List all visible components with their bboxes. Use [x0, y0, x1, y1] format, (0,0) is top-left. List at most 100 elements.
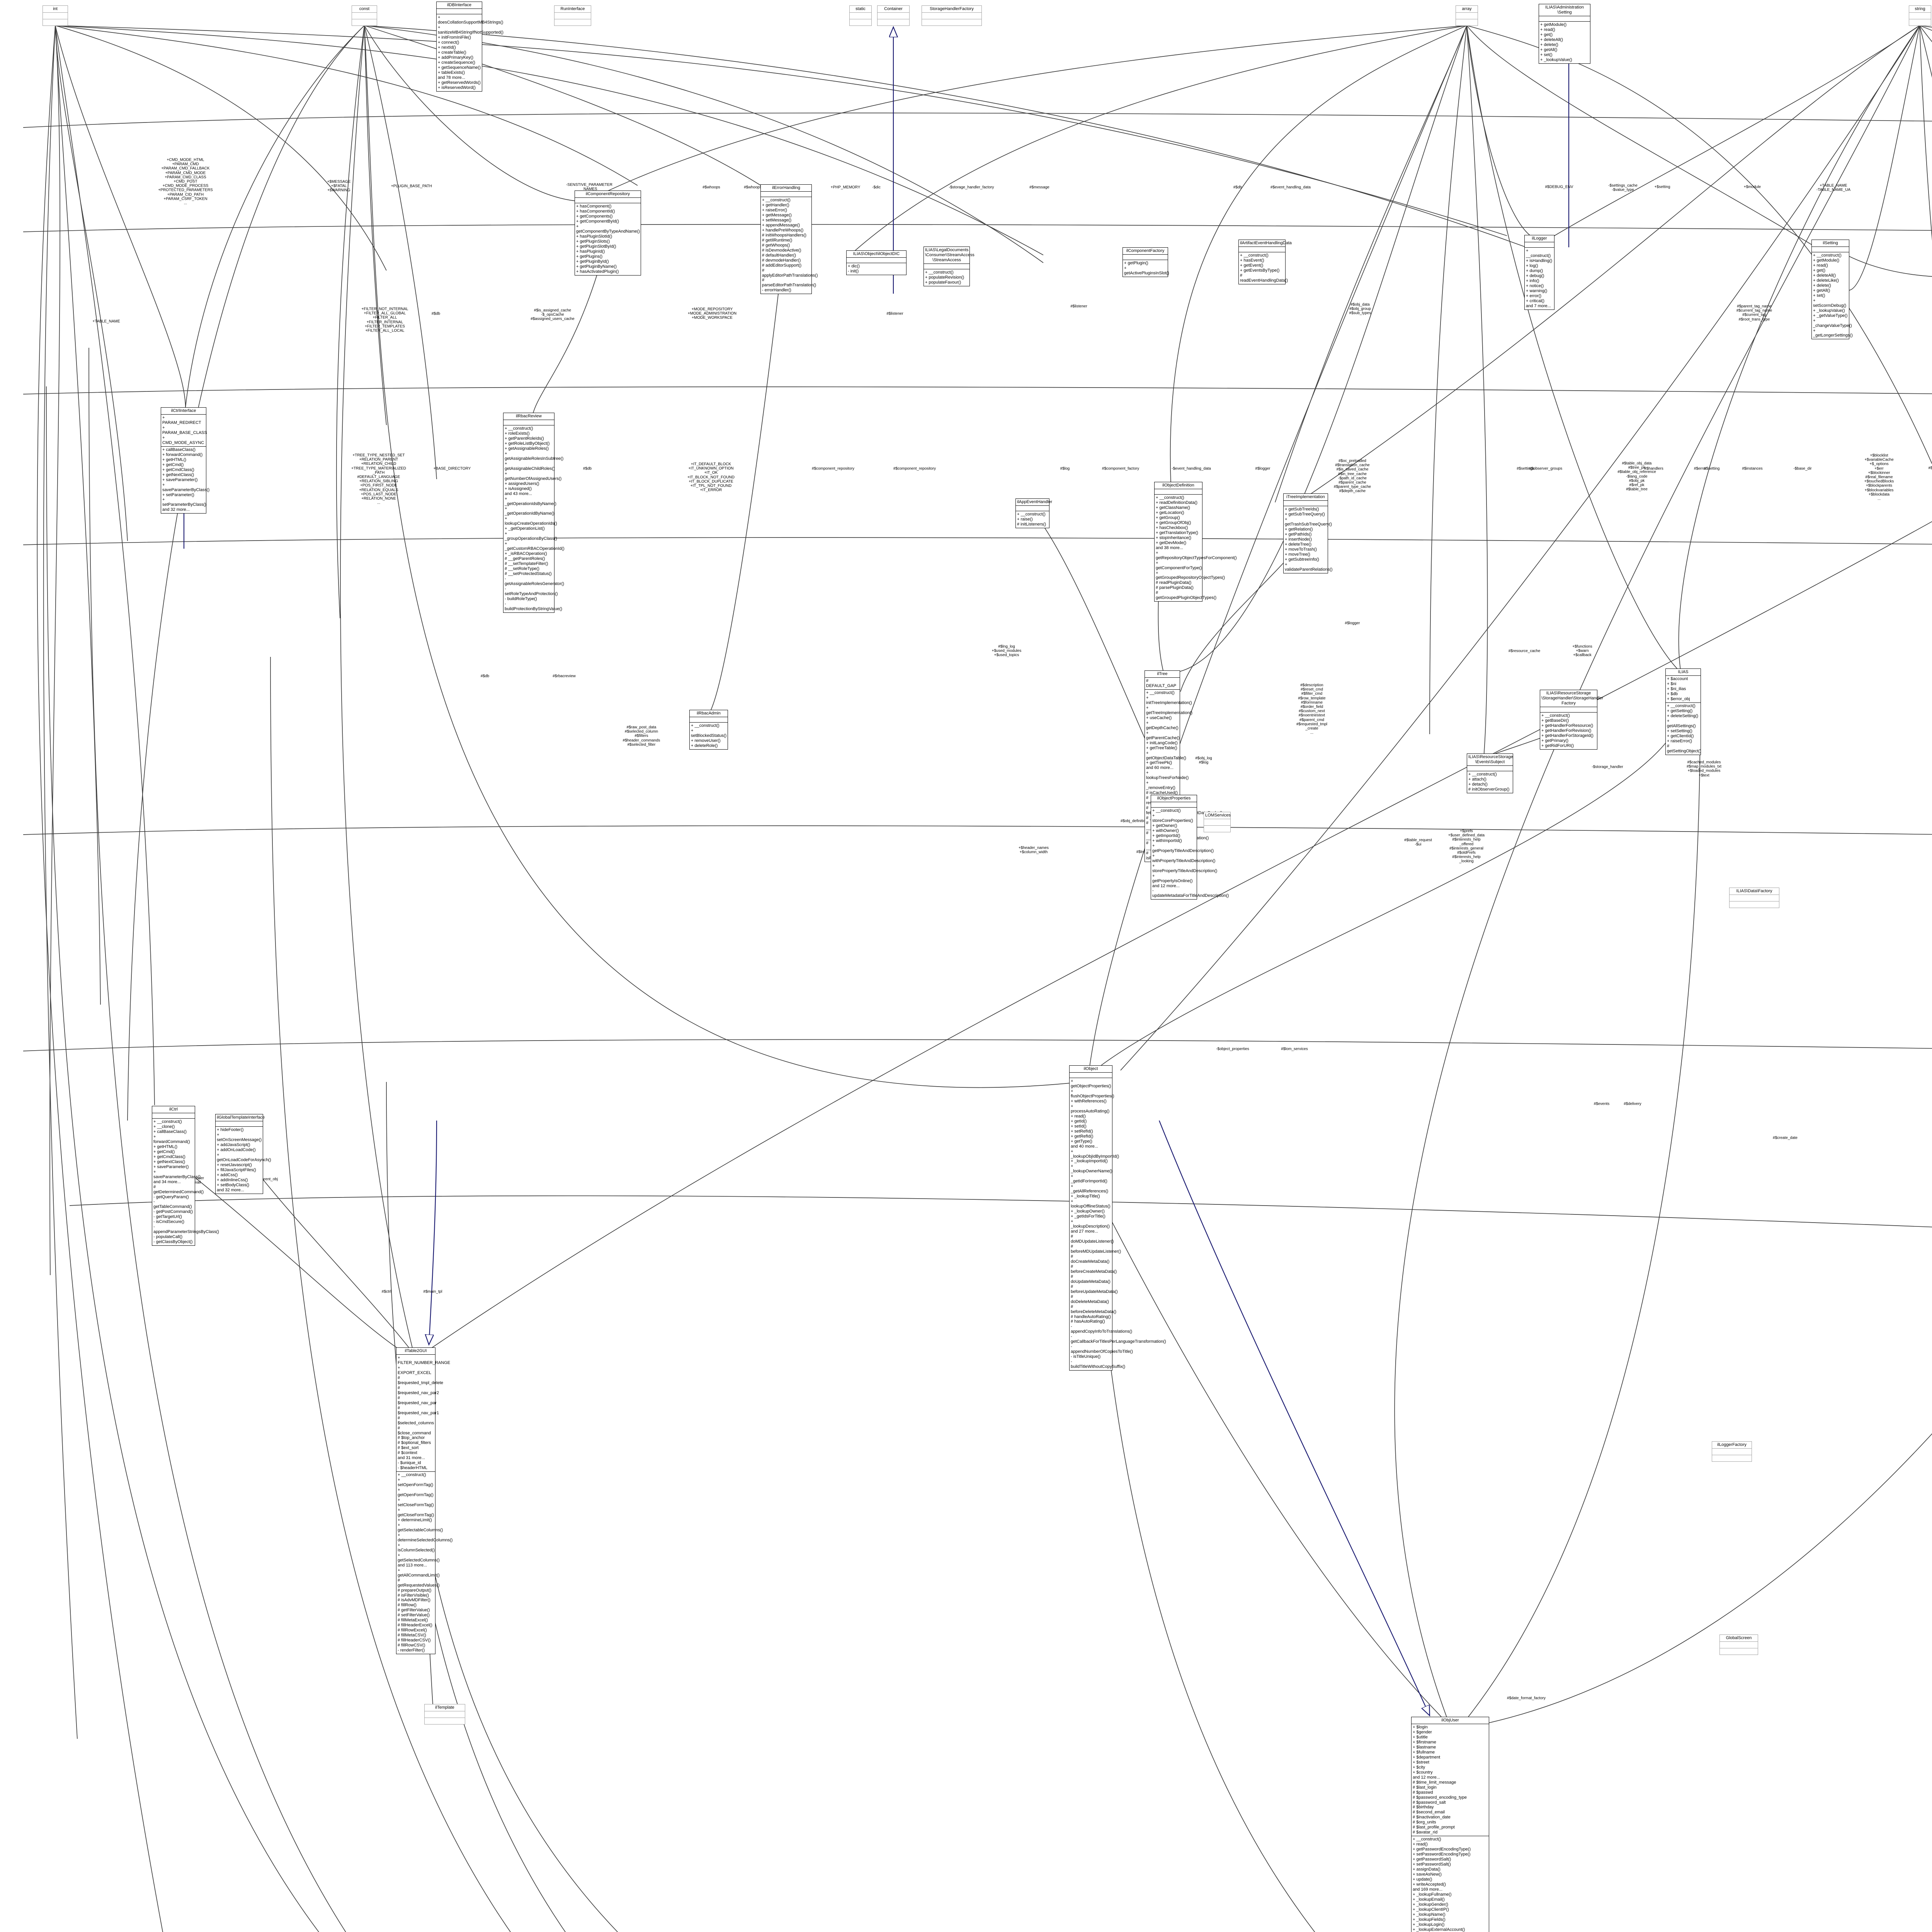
class-node-attributes	[1016, 506, 1049, 511]
class-node-operations: + __construct() + setBlockedStatus() + r…	[691, 723, 727, 748]
edge-label: #$lom_services	[1281, 1047, 1308, 1051]
edge-label: #$events	[1594, 1102, 1610, 1106]
class-node-title: ilTable2GUI	[396, 1348, 435, 1355]
class-node-itreeimplementation[interactable]: iTreeImplementation+ getSubTreeIds() + g…	[1283, 493, 1333, 573]
class-node-iltable2gui[interactable]: ilTable2GUI+ FILTER_NUMBER_RANGE + EXPOR…	[396, 1347, 452, 1655]
edge-label: #$instances	[1742, 466, 1763, 471]
edge-label: #$message	[1029, 185, 1049, 190]
class-node-container[interactable]: Container	[877, 5, 910, 26]
class-node-ilobjectdic[interactable]: ILIAS\Object\ilObjectDIC + dic() - init()	[846, 250, 906, 275]
class-node-ilcomponentrepository[interactable]: ilComponentRepository+ hasComponent() + …	[575, 190, 641, 276]
class-node-attributes	[352, 13, 377, 19]
class-node-title: ILIAS\Administration \Setting	[1539, 4, 1590, 16]
class-node-runinterface[interactable]: RunInterface	[554, 5, 591, 26]
edge-label: +TABLE_NAME -TABLE_NAME_UA	[1816, 183, 1851, 192]
class-node-title: ilComponentFactory	[1123, 248, 1168, 255]
class-node-title: ilComponentRepository	[575, 191, 641, 198]
class-node-ilsetting[interactable]: ilSetting+ __construct() + getModule() +…	[1811, 240, 1853, 340]
edge-label: #$table_request -$ui	[1404, 838, 1432, 847]
edge-label: +PLUGIN_BASE_PATH	[391, 184, 432, 189]
class-node-title: const	[352, 6, 377, 13]
class-node-attributes: + PARAM_REDIRECT + PARAM_BASE_CLASS + CM…	[161, 415, 207, 447]
class-node-attributes	[1070, 1073, 1112, 1078]
class-node-ilglobaltemplateinterface[interactable]: ilGlobalTemplateInterface+ hideFooter() …	[215, 1114, 271, 1194]
class-node-ilobjectproperties[interactable]: ilObjectProperties+ __construct() + stor…	[1151, 795, 1229, 900]
edge-label: -$base_dir	[1793, 466, 1812, 471]
class-node-operations	[43, 19, 68, 26]
class-node-streamaccess[interactable]: ILIAS\LegalDocuments \Consumer\StreamAcc…	[923, 247, 975, 286]
class-node-attributes	[1812, 247, 1849, 252]
class-node-lomservices[interactable]: LOMServices	[1204, 812, 1231, 832]
class-node-iltemplate[interactable]: ilTemplate	[424, 1704, 465, 1725]
class-node-attributes	[878, 13, 909, 19]
class-node-title: ILIAS\Object\ilObjectDIC	[847, 251, 906, 258]
edge-label: +TREE_TYPE_NESTED_SET +RELATION_PARENT +…	[351, 453, 406, 505]
class-node-operations: + getModule() + read() + get() + deleteA…	[1540, 22, 1572, 62]
class-node-title: ilArtifactEventHandlingData	[1239, 240, 1292, 247]
edge-label: #$observer_groups	[1529, 466, 1563, 471]
class-node-attributes	[761, 192, 811, 197]
edge-label: #$component_repository	[811, 466, 855, 471]
class-node-ilobjectdefinition[interactable]: ilObjectDefinition+ __construct() + read…	[1154, 482, 1237, 602]
class-node-storagehandlerfactory[interactable]: StorageHandlerFactory	[922, 5, 982, 26]
edge-label: +$setting	[1654, 185, 1670, 189]
class-node-title: LOMServices	[1204, 812, 1231, 819]
class-node-title: RunInterface	[554, 6, 591, 13]
class-node-ilrbacadmin[interactable]: ilRbacAdmin+ __construct() + setBlockedS…	[689, 710, 728, 750]
class-node-operations: + doesCollationSupportMB4Strings() + san…	[438, 15, 503, 90]
edge-label: #$db	[583, 466, 592, 471]
class-node-ilappeventhandler[interactable]: ilAppEventHandler+ __construct() + raise…	[1015, 498, 1052, 528]
class-node-ilias[interactable]: ILIAS+ $account + $ni + $ni_ilias + $db …	[1665, 668, 1701, 755]
class-node-ilcomponentfactory[interactable]: ilComponentFactory+ getPlugin() + getAct…	[1122, 247, 1169, 277]
class-node-storagehandlerfactory2[interactable]: ILIAS\ResourceStorage \StorageHandler\St…	[1540, 690, 1603, 750]
class-node-attributes	[1712, 1449, 1752, 1455]
class-node-ildbinterface[interactable]: ilDBInterface+ doesCollationSupportMB4St…	[436, 2, 503, 92]
class-node-attributes	[1909, 13, 1931, 19]
class-node-operations	[1730, 901, 1779, 908]
edge-label: #$component_repository	[893, 466, 936, 471]
class-node-operations	[1712, 1455, 1752, 1461]
class-node-globalscreen[interactable]: GlobalScreen	[1719, 1634, 1758, 1655]
class-node-int[interactable]: int	[43, 5, 68, 26]
class-node-illogger[interactable]: ilLogger+ __construct() + isHandling() +…	[1524, 235, 1554, 310]
class-node-attributes	[1239, 247, 1285, 252]
edge-label: +TABLE_NAME	[92, 319, 120, 324]
edge-label: +PHP_MEMORY	[830, 185, 861, 190]
class-node-ilartifacteventhandlingdata[interactable]: ilArtifactEventHandlingData+ __construct…	[1238, 240, 1292, 284]
class-node-illoggerfactory[interactable]: ilLoggerFactory	[1712, 1441, 1752, 1462]
class-node-ilerrorhandling[interactable]: ilErrorHandling+ __construct() + getHand…	[760, 184, 818, 294]
class-node-ilobject[interactable]: ilObject+ getObjectProperties() + flushO…	[1069, 1065, 1166, 1371]
edge-label: +FILTER_NOT_INTERNAL +FILTER_ALL_GLOBAL …	[361, 307, 408, 333]
class-node-attributes	[1467, 766, 1513, 771]
class-node-operations	[922, 19, 981, 26]
class-node-static[interactable]: static	[849, 5, 872, 26]
edge-label: #$logger	[1345, 621, 1360, 626]
class-node-ilobjuser[interactable]: ilObjUser+ $login + $gender + $utitle + …	[1411, 1717, 1489, 1932]
class-node-ilctrlinterface[interactable]: ilCtrlInterface+ PARAM_REDIRECT + PARAM_…	[161, 407, 209, 514]
class-node-title: ilObjectProperties	[1151, 795, 1197, 802]
class-node-eventssubject[interactable]: ILIAS\ResourceStorage \Events\Subject+ _…	[1467, 753, 1513, 793]
class-node-operations: + __construct() + isHandling() + log() +…	[1526, 248, 1553, 308]
edge-label: #$raw_post_data #$selected_column #$filt…	[622, 725, 660, 747]
class-node-attributes	[503, 420, 554, 425]
class-node-title: ilCtrlInterface	[161, 408, 206, 415]
edge-label: #$main_tpl	[423, 1289, 442, 1294]
edge-label: #$is_assigned_cache -$_opsCache #$assign…	[531, 308, 575, 321]
class-node-attributes	[1720, 1642, 1758, 1648]
edge-label: #$log	[1060, 466, 1070, 471]
class-node-ilctrl[interactable]: ilCtrl+ __construct() + __clone() + call…	[152, 1106, 219, 1246]
class-node-string[interactable]: string	[1909, 5, 1931, 26]
class-node-iliasdatafactory[interactable]: ILIAS\Data\Factory	[1729, 888, 1779, 908]
class-node-title: GlobalScreen	[1720, 1635, 1758, 1642]
class-node-attributes	[1525, 242, 1554, 248]
class-node-ilrbacreview[interactable]: ilRbacReview+ __construct() + roleExists…	[503, 413, 565, 613]
class-node-attributes	[1539, 16, 1590, 22]
class-node-iliasadminsetting[interactable]: ILIAS\Administration \Setting + getModule…	[1539, 4, 1590, 64]
edge-label: +IT_DEFAULT_BLOCK +IT_UNKNOWN_OPTION +IT…	[687, 462, 735, 492]
class-node-title: ilObjectDefinition	[1155, 482, 1202, 489]
class-node-attributes	[1123, 255, 1168, 260]
class-node-operations: + dic() - init()	[848, 264, 860, 274]
class-node-const[interactable]: const	[352, 5, 377, 26]
class-node-array[interactable]: array	[1456, 5, 1478, 26]
